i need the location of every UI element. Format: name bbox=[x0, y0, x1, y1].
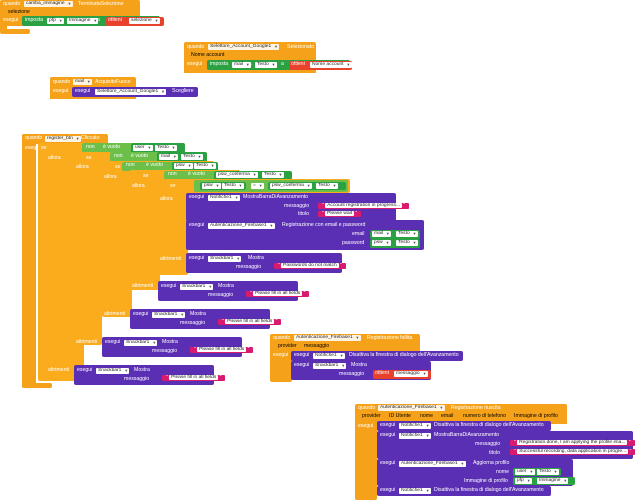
string-msg1[interactable]: " Registration done, I am applying the p… bbox=[510, 440, 635, 446]
event-name: AcquisitoFuoco bbox=[95, 79, 131, 85]
dismiss-progress-call[interactable] bbox=[291, 351, 463, 361]
component-dropdown[interactable]: Selettore_Account_Google1 bbox=[208, 44, 280, 50]
else-label-2: altrimenti bbox=[76, 339, 98, 345]
param-phone[interactable]: numero di telefono bbox=[463, 413, 506, 419]
set-label: imposta bbox=[210, 61, 229, 67]
param-provider[interactable]: provider bbox=[278, 343, 297, 349]
string-msg2[interactable]: " Successful recording, data application… bbox=[510, 449, 636, 455]
psw-conferma-dropdown[interactable]: psw_conferma bbox=[216, 172, 258, 178]
event-name: Cliccato bbox=[81, 135, 100, 141]
call-label: esegui bbox=[75, 88, 91, 94]
when-label: quando bbox=[187, 44, 205, 50]
do-label: esegui bbox=[3, 17, 19, 23]
param-messaggio[interactable]: messaggio bbox=[304, 343, 330, 349]
param-name[interactable]: nome bbox=[420, 413, 433, 419]
if-label-2: se bbox=[86, 155, 92, 161]
component-dropdown[interactable]: Autenticazione_Firebase1 bbox=[294, 335, 361, 341]
when-label: quando bbox=[25, 135, 43, 141]
param-selezione[interactable]: selezione bbox=[8, 9, 30, 15]
event-name: TerminataSelezione bbox=[78, 1, 124, 7]
var-dropdown[interactable]: pfp bbox=[47, 18, 64, 24]
text-dropdown-3[interactable]: Testo bbox=[194, 163, 216, 169]
psw-dropdown[interactable]: psw bbox=[174, 163, 193, 169]
set-label: imposta bbox=[25, 17, 44, 23]
param-profile-image[interactable]: Immagine di profilo bbox=[514, 413, 558, 419]
param-user-id[interactable]: ID Utente bbox=[389, 413, 411, 419]
then-label-3: allora bbox=[104, 174, 117, 180]
string-fill-3[interactable]: " Please fill in all fields " bbox=[190, 347, 254, 353]
when-label: quando bbox=[358, 405, 376, 411]
param-provider[interactable]: provider bbox=[362, 413, 381, 419]
then-label-2: allora bbox=[76, 164, 89, 170]
string-fill-2[interactable]: " Please fill in all fields " bbox=[218, 319, 282, 325]
string-nomatch[interactable]: " Passwords do not match " bbox=[274, 263, 346, 269]
equals-dropdown[interactable]: = bbox=[251, 183, 264, 189]
event-name: Selezionato bbox=[287, 44, 315, 50]
if-label-5: se bbox=[170, 183, 176, 189]
get-label: ottieni bbox=[108, 17, 122, 23]
dismiss-progress-call-1[interactable] bbox=[377, 421, 551, 431]
mail-dropdown[interactable]: mail bbox=[159, 154, 178, 160]
then-label-5: allora bbox=[160, 196, 173, 202]
do-label: esegui bbox=[53, 88, 69, 94]
prop-dropdown[interactable]: Testo bbox=[255, 62, 277, 68]
a-label: a bbox=[281, 61, 284, 67]
else-label-3: altrimenti bbox=[104, 311, 126, 317]
string-wait[interactable]: " Please wait " bbox=[318, 211, 362, 217]
else-label-1: altrimenti bbox=[48, 367, 70, 373]
callcomp-dropdown[interactable]: Selettore_Account_Google1 bbox=[95, 89, 167, 95]
var-dropdown[interactable]: mail bbox=[232, 62, 251, 68]
component-dropdown[interactable]: camba_immagine bbox=[24, 1, 73, 7]
if-label-3: se bbox=[115, 164, 121, 170]
get-var-dropdown[interactable]: Nome account bbox=[310, 62, 352, 68]
set-block[interactable] bbox=[207, 60, 350, 70]
when-label: quando bbox=[3, 1, 21, 7]
when-label: quando bbox=[273, 335, 291, 341]
is-empty-label-2: è vuoto bbox=[131, 153, 149, 159]
get-var-dropdown[interactable]: selezione bbox=[129, 18, 160, 24]
string-fill-4[interactable]: " Please fill in all fields " bbox=[162, 375, 226, 381]
then-label-1: allora bbox=[48, 155, 61, 161]
component-dropdown[interactable]: register_btn bbox=[45, 136, 81, 142]
if-label-1: se bbox=[41, 145, 47, 151]
do-label: esegui bbox=[358, 423, 374, 429]
component-dropdown[interactable]: mail bbox=[73, 79, 92, 85]
string-progress[interactable]: " Account registration in progress... " bbox=[318, 203, 410, 209]
when-label: quando bbox=[53, 79, 71, 85]
param-nome-account[interactable]: Nome account bbox=[191, 52, 225, 58]
string-fill-1[interactable]: " Please fill in all fields " bbox=[246, 291, 310, 297]
if-label-4: se bbox=[143, 173, 149, 179]
component-dropdown[interactable]: Autenticazione_Firebase1 bbox=[378, 405, 445, 411]
user-dropdown[interactable]: user bbox=[133, 145, 153, 151]
param-email[interactable]: email bbox=[441, 413, 454, 419]
else-label-4: altrimenti bbox=[132, 283, 154, 289]
do-label: esegui bbox=[25, 145, 41, 151]
else-label-5: altrimenti bbox=[160, 256, 182, 262]
is-empty-label-1: è vuoto bbox=[103, 144, 121, 150]
not-block-1[interactable] bbox=[82, 143, 108, 153]
method-name: Scegliere bbox=[172, 88, 194, 94]
event-name: Registrazione riuscita bbox=[451, 405, 501, 411]
is-empty-label-4: è vuoto bbox=[188, 171, 206, 177]
text-dropdown-1[interactable]: Testo bbox=[155, 145, 177, 151]
dismiss-progress-call-2[interactable] bbox=[377, 486, 551, 496]
notifiche-dropdown[interactable]: Notifiche1 bbox=[208, 195, 240, 201]
do-label: esegui bbox=[273, 352, 289, 358]
is-empty-label-3: è vuoto bbox=[146, 162, 164, 168]
text-dropdown-4[interactable]: Testo bbox=[262, 172, 284, 178]
prop-dropdown[interactable]: Immagine bbox=[67, 18, 99, 24]
event-name: Registrazione fallita bbox=[367, 335, 413, 341]
text-dropdown-2[interactable]: Testo bbox=[181, 154, 203, 160]
get-label: ottieni bbox=[291, 61, 305, 67]
do-label: esegui bbox=[187, 61, 203, 67]
then-label-4: allora bbox=[132, 183, 145, 189]
firebase-dropdown[interactable]: Autenticazione_Firebase1 bbox=[208, 223, 275, 229]
a-label: a bbox=[97, 17, 100, 23]
